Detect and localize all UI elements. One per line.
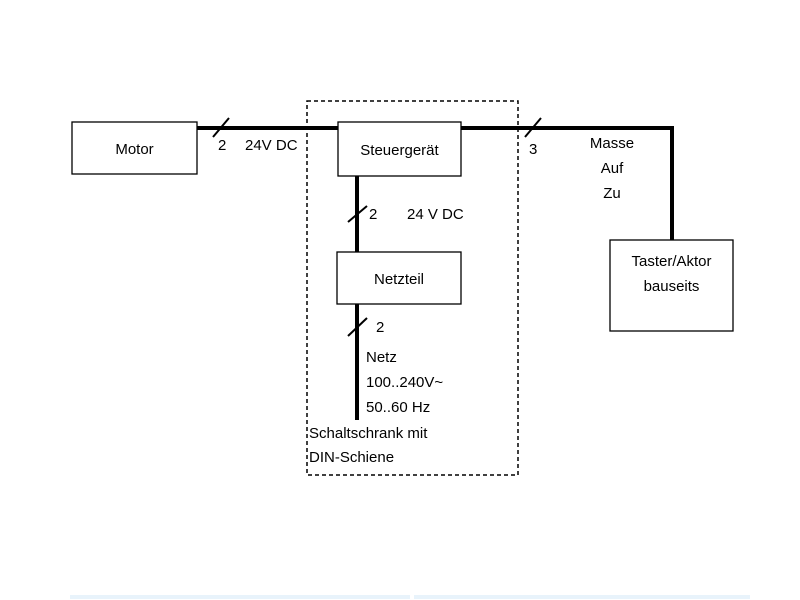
wire-count-tick-supply [347, 205, 368, 223]
signal-label-open: Auf [601, 160, 624, 177]
motor-label: Motor [115, 141, 153, 158]
bottom-rule-left [70, 595, 410, 599]
mains-label-line-2: 100..240V~ [366, 374, 443, 391]
power-supply-label: Netzteil [374, 271, 424, 288]
mains-label-line-3: 50..60 Hz [366, 399, 430, 416]
motor-block: Motor [71, 121, 198, 175]
switch-label-line-1: Taster/Aktor [631, 253, 711, 270]
power-supply-block: Netzteil [336, 251, 462, 305]
mains-label-line-1: Netz [366, 349, 397, 366]
wire-controller-switch [461, 126, 674, 240]
switch-label-line-2: bauseits [644, 278, 700, 295]
motor-wire-count: 2 [218, 137, 226, 154]
bottom-rule-right [414, 595, 750, 599]
switch-block: Taster/Aktor bauseits [609, 239, 734, 332]
wire-count-tick-switch [524, 117, 542, 138]
supply-wire-count: 2 [369, 206, 377, 223]
switch-wire-count: 3 [529, 141, 537, 158]
cabinet-label-line-2: DIN-Schiene [309, 449, 394, 466]
motor-voltage-label: 24V DC [245, 137, 298, 154]
signal-label-close: Zu [603, 185, 621, 202]
cabinet-label-line-1: Schaltschrank mit [309, 425, 428, 442]
controller-label: Steuergerät [360, 142, 439, 159]
mains-wire-count: 2 [376, 319, 384, 336]
supply-voltage-label: 24 V DC [407, 206, 464, 223]
wire-count-tick-motor [212, 117, 230, 138]
wire-count-tick-mains [347, 317, 368, 337]
controller-block: Steuergerät [337, 121, 462, 177]
signal-label-ground: Masse [590, 135, 634, 152]
cabinet-outline [306, 100, 519, 476]
